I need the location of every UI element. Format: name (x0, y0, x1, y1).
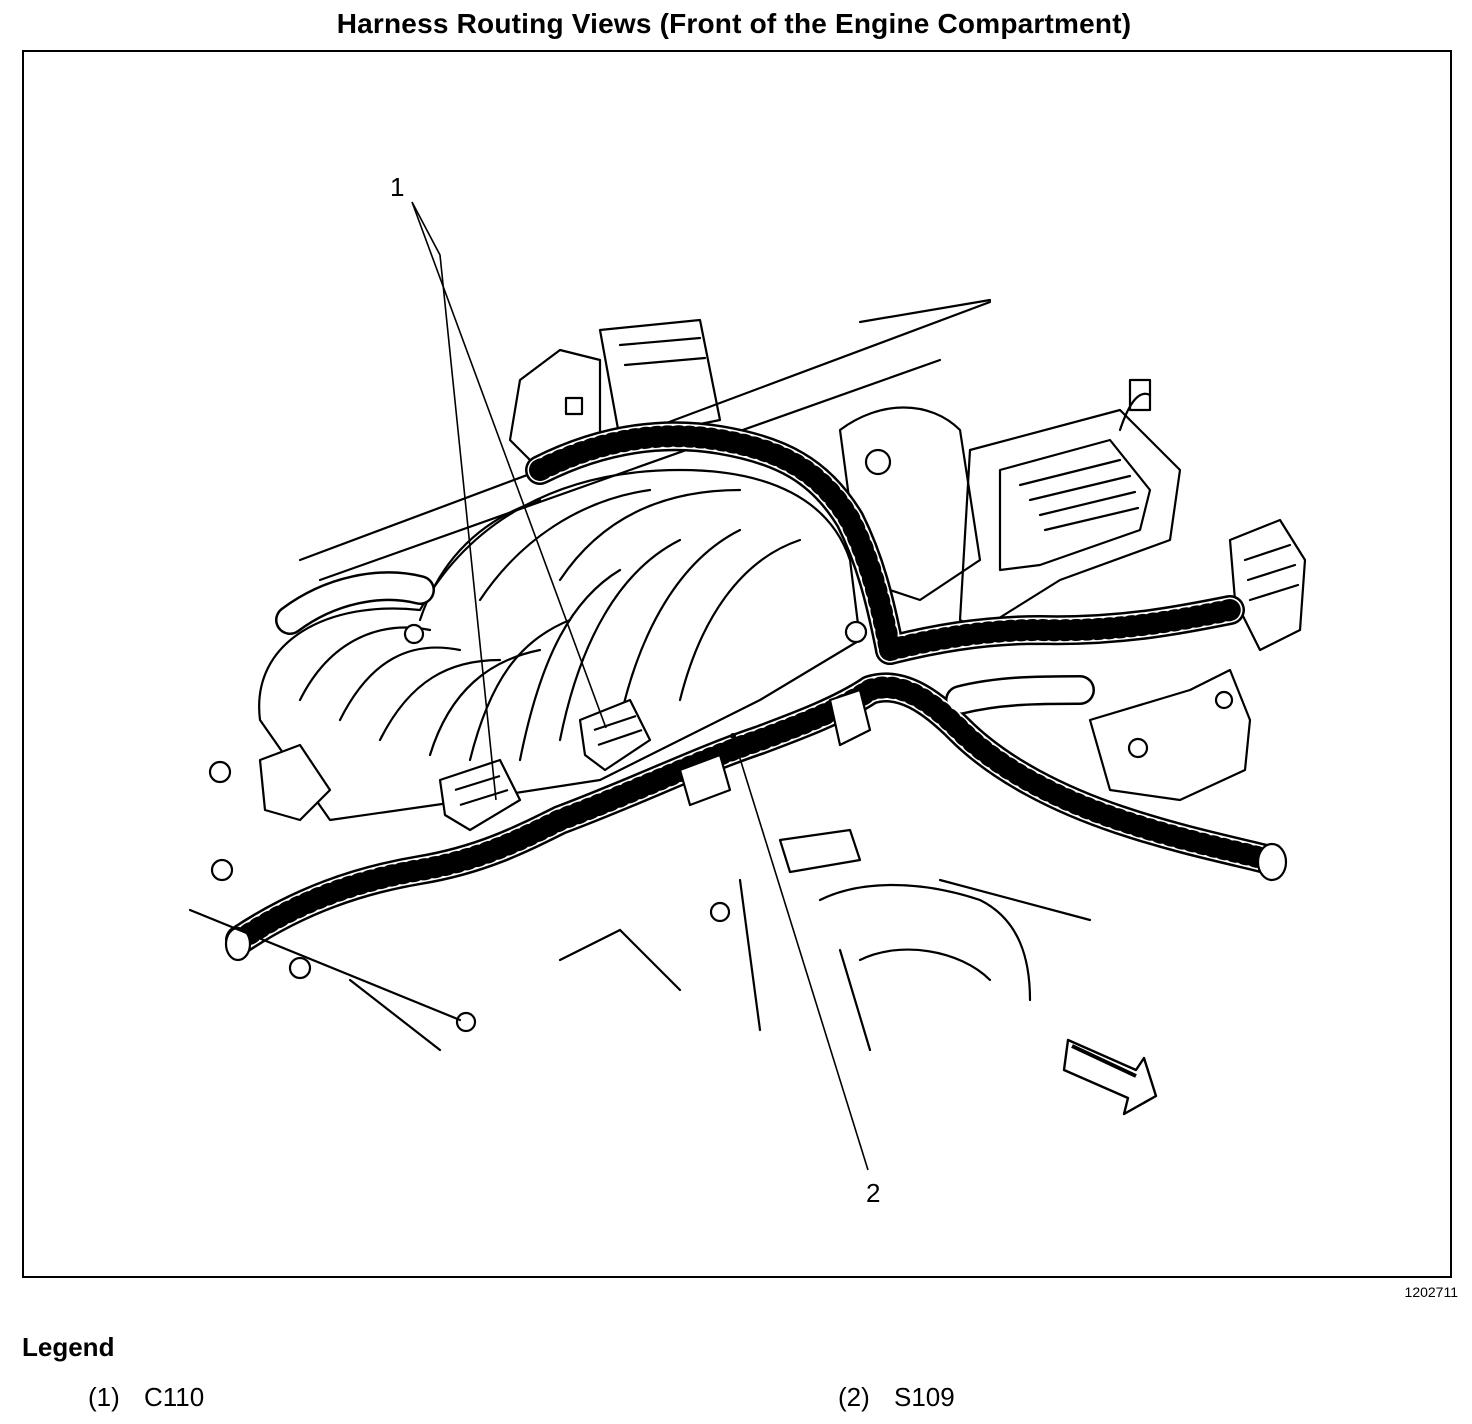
forward-direction-arrow (1062, 1038, 1158, 1116)
legend-item-2-label: S109 (894, 1382, 955, 1412)
figure-id: 1202711 (1404, 1284, 1458, 1300)
legend-heading: Legend (22, 1332, 115, 1362)
diagram-title: Harness Routing Views (Front of the Engi… (336, 8, 1132, 39)
callout-1-label: 1 (390, 172, 404, 202)
callout-1-leader-b (411, 201, 607, 729)
legend-item-1-number: (1) (88, 1382, 120, 1412)
legend-item-2-number: (2) (838, 1382, 870, 1412)
callout-1-leader-a (411, 201, 497, 801)
legend-item-2: (2) S109 (838, 1382, 955, 1413)
control-module (958, 408, 1182, 632)
connector-c110-a (438, 758, 522, 832)
engine-illustration: 1 2 (188, 172, 1307, 1208)
callout-2-label: 2 (866, 1178, 880, 1208)
intake-manifold (258, 468, 862, 822)
legend-item-1-label: C110 (144, 1382, 205, 1412)
legend-item-1: (1) C110 (88, 1382, 204, 1413)
callout-2-leader (732, 735, 869, 1171)
diagram-frame (22, 50, 1452, 1278)
